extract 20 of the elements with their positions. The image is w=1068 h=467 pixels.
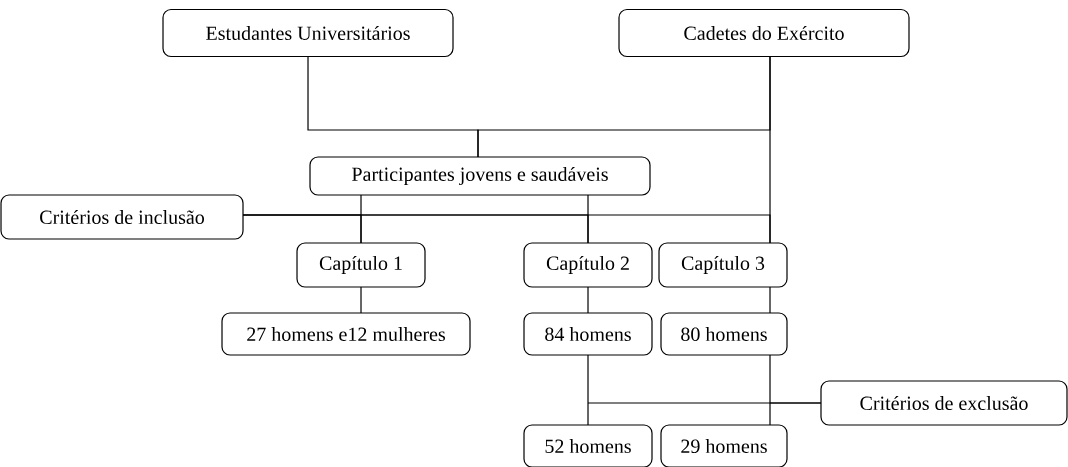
connector-line <box>769 286 771 314</box>
connector-line <box>769 402 822 404</box>
process-box: 80 homens <box>660 312 788 356</box>
process-box: Capítulo 1 <box>296 242 426 288</box>
connector-line <box>587 354 589 426</box>
connector-line <box>587 286 589 314</box>
process-box: Participantes jovens e saudáveis <box>309 156 651 196</box>
connector-line <box>360 286 362 314</box>
process-box: 52 homens <box>523 424 653 467</box>
process-box: Capítulo 3 <box>658 242 788 288</box>
process-box: Estudantes Universitários <box>162 8 454 58</box>
criteria-box: Critérios de inclusão <box>0 194 244 240</box>
criteria-box: Critérios de exclusão <box>820 380 1068 426</box>
process-box: Cadetes do Exército <box>618 8 910 58</box>
connector-line <box>769 354 771 426</box>
process-box: 27 homens e12 mulheres <box>221 312 471 356</box>
process-box: Capítulo 2 <box>523 242 653 288</box>
connector-line <box>242 214 771 244</box>
process-box: 84 homens <box>523 312 653 356</box>
process-box: 29 homens <box>660 424 788 467</box>
